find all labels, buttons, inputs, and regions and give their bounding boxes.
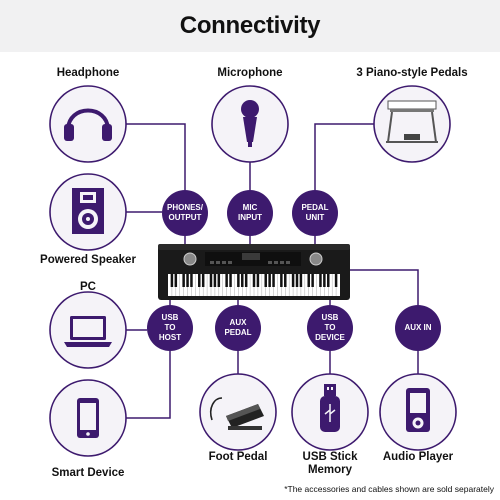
black-key — [319, 274, 322, 287]
connection-lines — [126, 123, 419, 419]
microphone-icon — [241, 100, 259, 147]
black-key — [198, 274, 201, 287]
pedals-label: 3 Piano-style Pedals — [356, 67, 468, 79]
pedals-circle — [373, 85, 451, 163]
usb-stick-label: USB Stick Memory — [302, 451, 358, 476]
headphone-label: Headphone — [56, 67, 120, 79]
port-mic-input: MIC INPUT — [227, 190, 273, 236]
black-key — [229, 274, 232, 287]
line-smart-device — [126, 351, 171, 419]
headphone-circle — [49, 85, 127, 163]
black-key — [244, 274, 248, 287]
laptop-icon — [64, 316, 112, 347]
black-key — [186, 274, 189, 287]
pc-label: PC — [80, 281, 96, 293]
audio-player-icon — [406, 388, 430, 432]
headphones-icon — [64, 108, 112, 141]
black-key — [213, 274, 217, 287]
black-key — [264, 274, 267, 287]
line-pedals — [314, 123, 374, 190]
pedal-unit-icon — [386, 100, 438, 143]
microphone-label: Microphone — [217, 67, 283, 79]
black-key — [307, 274, 310, 287]
black-key — [190, 274, 193, 287]
black-key — [323, 274, 326, 287]
port-usb-to-device: USB TO DEVICE — [307, 305, 353, 351]
line-headphone — [126, 123, 186, 190]
black-key — [252, 274, 256, 287]
black-key — [284, 274, 287, 287]
black-key — [170, 274, 174, 287]
key-dividers — [170, 274, 338, 296]
title-banner: Connectivity — [0, 0, 500, 52]
black-key — [217, 274, 221, 287]
keyboard — [158, 244, 350, 300]
black-key — [291, 274, 295, 287]
panel-buttons — [210, 261, 290, 264]
audio-player-label: Audio Player — [382, 451, 454, 463]
black-key — [256, 274, 260, 287]
black-key — [182, 274, 185, 287]
port-aux-in: AUX IN — [395, 305, 441, 351]
black-key — [334, 274, 338, 287]
display — [242, 253, 260, 260]
speaker-label: Powered Speaker — [40, 254, 136, 266]
black-key — [237, 274, 240, 287]
usb-stick-icon — [320, 384, 340, 432]
smart-device-label: Smart Device — [51, 467, 125, 479]
black-key — [311, 274, 314, 287]
port-phones-output: PHONES/ OUTPUT — [162, 190, 208, 236]
black-key — [272, 274, 275, 287]
foot-pedal-icon — [209, 397, 264, 430]
port-aux-pedal: AUX PEDAL — [215, 305, 261, 351]
page-title: Connectivity — [179, 12, 321, 39]
black-key — [299, 274, 303, 287]
black-key — [225, 274, 228, 287]
black-key — [201, 274, 205, 287]
black-key — [295, 274, 299, 287]
black-key — [174, 274, 178, 287]
speaker-icon — [72, 188, 104, 234]
black-key — [209, 274, 213, 287]
left-speaker-grille — [183, 252, 197, 266]
black-key — [280, 274, 283, 287]
port-pedal-unit: PEDAL UNIT — [292, 190, 338, 236]
black-key — [268, 274, 271, 287]
smartphone-icon — [77, 398, 99, 438]
black-key — [241, 274, 244, 287]
foot-pedal-label: Foot Pedal — [208, 451, 268, 463]
right-speaker-grille — [309, 252, 323, 266]
line-keyboard-auxin — [340, 269, 419, 305]
disclaimer-note: *The accessories and cables shown are so… — [284, 484, 494, 494]
black-key — [327, 274, 330, 287]
port-usb-to-host: USB TO HOST — [147, 305, 193, 351]
